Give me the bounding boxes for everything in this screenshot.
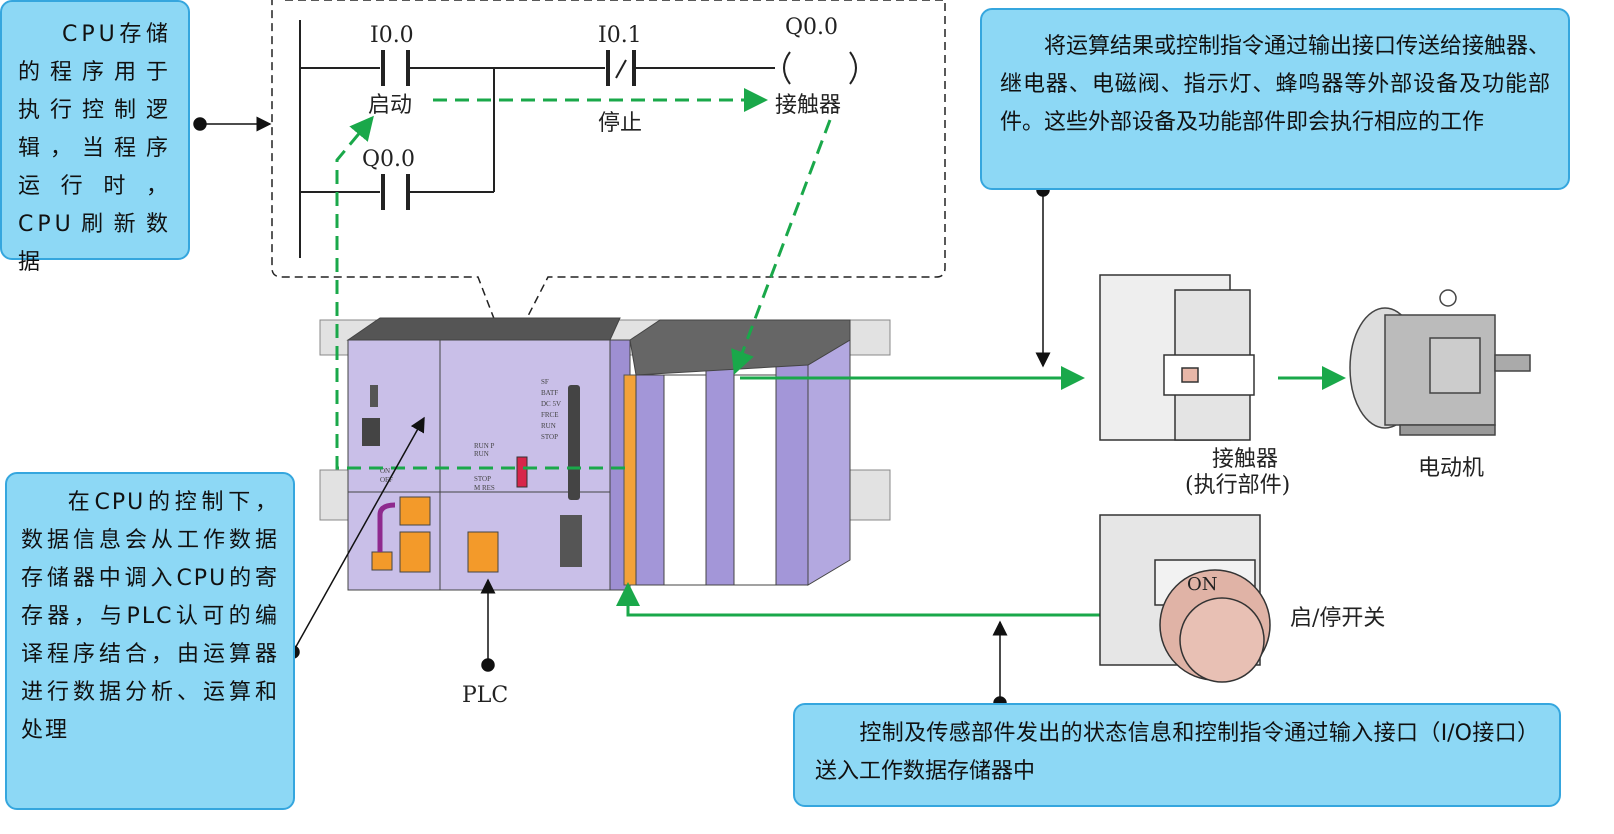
contactor-image (1099, 274, 1255, 441)
ladder-diagram (299, 20, 857, 258)
mode-run-p: RUN P (474, 442, 495, 450)
mode-stop: STOP (474, 475, 491, 483)
contact-stop-address: I0.1 (598, 23, 642, 48)
led-frce: FRCE (541, 411, 559, 419)
led-batf: BATF (541, 389, 558, 397)
holding-contact-address: Q0.0 (362, 147, 415, 172)
plc-unit (319, 317, 891, 591)
ladder-frame (271, 0, 946, 357)
power-off: OFF (380, 476, 393, 484)
coil-label: 接触器 (775, 93, 841, 118)
callout-cpu-control-text: 在CPU的控制下，数据信息会从工作数据存储器中调入CPU的寄存器，与PLC认可的… (21, 490, 279, 743)
contact-start-address: I0.0 (370, 23, 414, 48)
motor-image (1349, 289, 1531, 436)
callout-output: 将运算结果或控制指令通过输出接口传送给接触器、继电器、电磁阀、指示灯、蜂鸣器等外… (980, 8, 1570, 190)
callout-input-text: 控制及传感部件发出的状态信息和控制指令通过输入接口（I/O接口）送入工作数据存储… (815, 721, 1539, 784)
switch-label: 启/停开关 (1290, 606, 1385, 631)
motor-label: 电动机 (1418, 456, 1484, 481)
coil-address: Q0.0 (785, 15, 838, 40)
callout-cpu-program: CPU存储的程序用于执行控制逻辑，当程序运行时，CPU刷新数据 (0, 0, 190, 275)
contact-start-label: 启动 (368, 93, 412, 118)
led-sf: SF (541, 378, 549, 386)
power-on: ON (380, 467, 390, 475)
signal-flow-solid (616, 366, 1346, 617)
mode-run: RUN (474, 450, 489, 458)
callout-output-text: 将运算结果或控制指令通过输出接口传送给接触器、继电器、电磁阀、指示灯、蜂鸣器等外… (1000, 34, 1551, 135)
led-run: RUN (541, 422, 556, 430)
led-stop: STOP (541, 433, 558, 441)
callout-input: 控制及传感部件发出的状态信息和控制指令通过输入接口（I/O接口）送入工作数据存储… (793, 703, 1561, 807)
contactor-label: 接触器 (1212, 447, 1278, 472)
mode-mres: M RES (474, 484, 495, 492)
switch-on-text: ON (1187, 574, 1218, 595)
start-stop-switch-image (1099, 514, 1271, 683)
callout-cpu-control: 在CPU的控制下，数据信息会从工作数据存储器中调入CPU的寄存器，与PLC认可的… (5, 472, 295, 810)
plc-label: PLC (462, 683, 508, 708)
signal-flow-dashed (335, 88, 832, 470)
led-dc5v: DC 5V (541, 400, 561, 408)
callout-cpu-program-text: CPU存储的程序用于执行控制逻辑，当程序运行时，CPU刷新数据 (18, 22, 172, 275)
contactor-sublabel: (执行部件) (1185, 473, 1290, 498)
contact-stop-label: 停止 (598, 111, 642, 136)
